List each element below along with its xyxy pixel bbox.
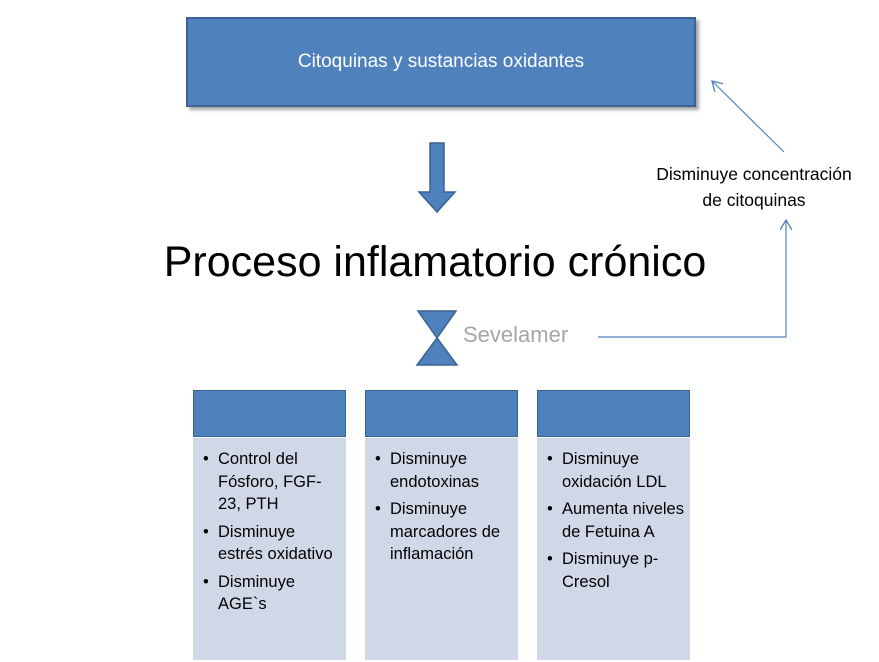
hourglass-icon-lower bbox=[415, 336, 459, 366]
list-item: Disminuye marcadores de inflamación bbox=[375, 498, 512, 566]
cytokines-box: Citoquinas y sustancias oxidantes bbox=[186, 17, 696, 107]
list-item: Disminuye p-Cresol bbox=[547, 548, 684, 593]
list-item: Disminuye endotoxinas bbox=[375, 448, 512, 493]
feedback-arrow-to-top-box bbox=[712, 81, 785, 153]
list-item: Disminuye oxidación LDL bbox=[547, 448, 684, 493]
sevelamer-label: Sevelamer bbox=[463, 322, 569, 347]
list-item: Disminuye AGE`s bbox=[203, 571, 340, 616]
feedback-note: Disminuye concentración de citoquinas bbox=[630, 161, 878, 213]
feedback-note-line-1: Disminuye concentración bbox=[656, 164, 852, 184]
list-item: Aumenta niveles de Fetuina A bbox=[547, 498, 684, 543]
main-title: Proceso inflamatorio crónico bbox=[163, 238, 707, 286]
down-block-arrow bbox=[417, 142, 457, 214]
column-1-header bbox=[193, 390, 346, 437]
column-1-body: Control del Fósforo, FGF-23, PTH Disminu… bbox=[193, 438, 346, 660]
hourglass-icon bbox=[416, 310, 458, 340]
feedback-connector bbox=[598, 220, 786, 338]
list-item: Control del Fósforo, FGF-23, PTH bbox=[203, 448, 340, 516]
column-3-body: Disminuye oxidación LDL Aumenta niveles … bbox=[537, 438, 690, 660]
column-3-header bbox=[537, 390, 690, 437]
column-2-body: Disminuye endotoxinas Disminuye marcador… bbox=[365, 438, 518, 660]
column-2-header bbox=[365, 390, 518, 437]
cytokines-box-label: Citoquinas y sustancias oxidantes bbox=[297, 51, 585, 72]
list-item: Disminuye estrés oxidativo bbox=[203, 521, 340, 566]
feedback-note-line-2: de citoquinas bbox=[702, 190, 806, 210]
